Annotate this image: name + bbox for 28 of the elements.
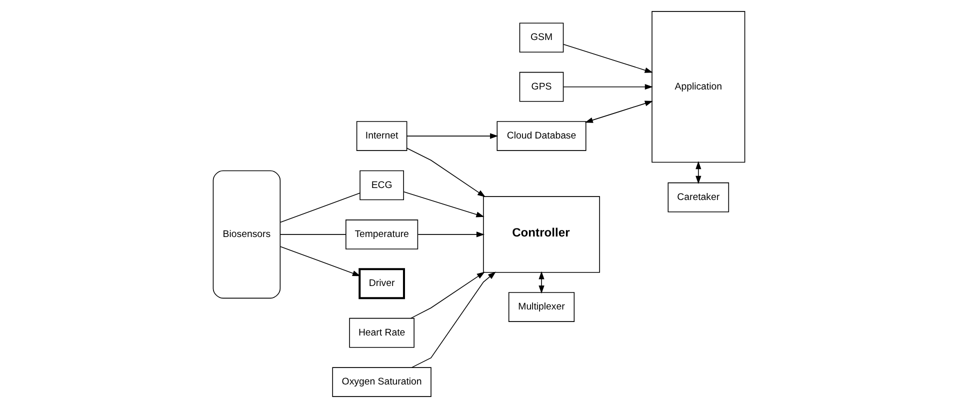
arrow [403,191,484,218]
arrow [406,148,486,198]
node-box: ECG [360,170,404,200]
node-box: GSM [519,22,564,53]
arrow [563,44,653,73]
node-box: Temperature [346,220,418,250]
node-box: Biosensors [212,170,281,299]
node-box: Controller [483,196,600,273]
arrow [418,232,485,238]
node-box: Multiplexer [508,292,575,322]
node-box: Cloud Database [496,121,586,151]
node-box: Heart Rate [349,318,414,348]
node-box: Caretaker [668,182,730,212]
node-box: Application [652,11,746,163]
arrow [696,161,702,184]
connector [280,234,346,235]
arrow [584,100,653,123]
arrow [410,272,485,319]
arrow [406,133,498,139]
arrow [411,272,496,368]
node-box: GPS [519,72,564,102]
node-box: Internet [356,121,408,151]
connector [280,192,360,223]
arrow [538,271,544,294]
arrow [280,246,361,276]
node-box: Driver [358,268,405,300]
arrow [563,84,653,90]
node-box: Oxygen Saturation [332,367,432,397]
